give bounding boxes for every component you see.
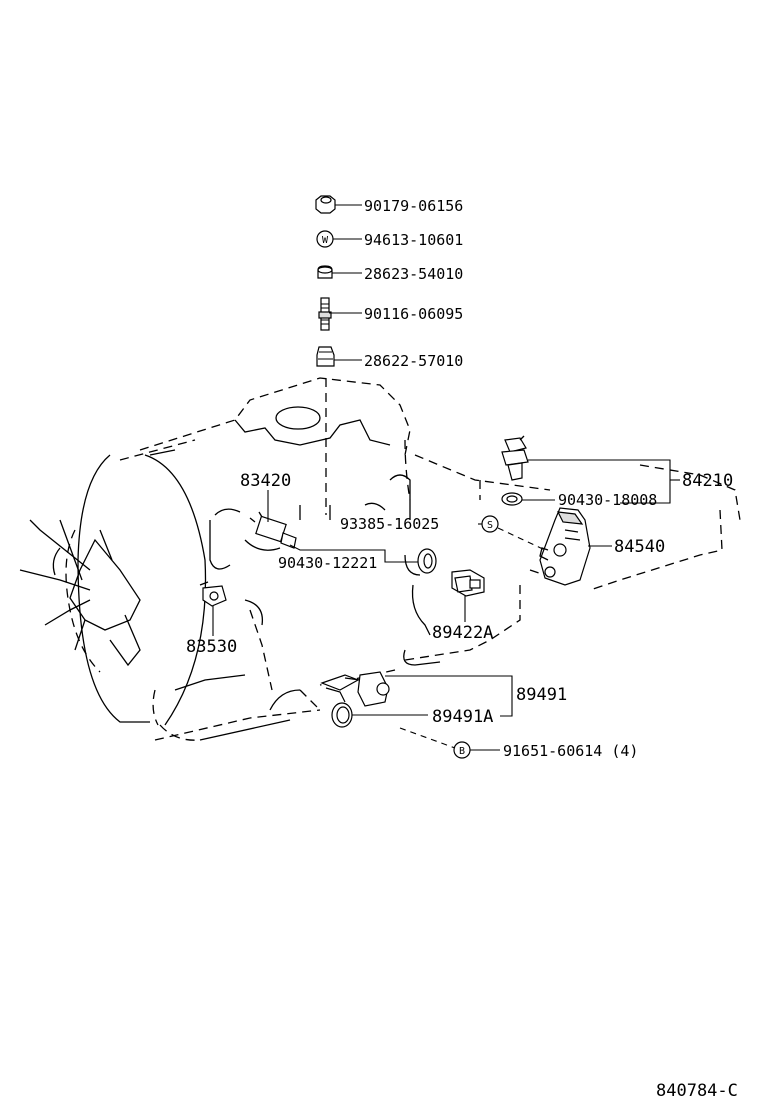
screw-symbol: S [487,520,493,531]
label-90116-06095: 90116-06095 [364,305,463,323]
label-84540: 84540 [614,537,665,557]
switch-84540-icon [539,507,591,586]
nut-icon [315,195,336,214]
gasket-12221-icon [417,548,437,574]
washer-symbol: W [322,235,329,246]
engine-outline [19,377,741,741]
label-83530: 83530 [186,637,237,657]
screw-icon: S [481,515,499,533]
cap-icon [317,265,333,279]
label-93385-16025: 93385-16025 [340,515,439,533]
label-94613-10601: 94613-10601 [364,231,463,249]
sensor-89491-icon [320,671,390,707]
label-28622-57010: 28622-57010 [364,352,463,370]
figure-code: 840784-C [656,1081,738,1101]
label-89422A: 89422A [432,623,493,643]
label-28623-54010: 28623-54010 [364,265,463,283]
ring-89491A-icon [331,702,353,728]
label-83420: 83420 [240,471,291,491]
label-90430-12221: 90430-12221 [278,554,377,572]
washer-icon: W [316,230,334,248]
label-89491A: 89491A [432,707,493,727]
part-labels: 90179-06156 94613-10601 28623-54010 9011… [186,197,738,1101]
boot-icon [316,346,335,367]
gasket-18008-icon [501,492,523,506]
switch-83530-icon [199,581,227,607]
bolt-symbol: B [459,746,465,757]
stud-icon [318,297,332,331]
label-90430-18008: 90430-18008 [558,491,657,509]
label-84210: 84210 [682,471,733,491]
bolt-icon: B [453,741,471,759]
leader-lines [212,204,680,751]
part-symbols: W [199,195,591,759]
label-90179-06156: 90179-06156 [364,197,463,215]
sensor-84210-icon [501,435,529,481]
label-89491: 89491 [516,685,567,705]
sensor-83420-icon [249,511,297,549]
fan [19,519,141,673]
label-91651-60614: 91651-60614 (4) [503,742,638,760]
sensor-89422A-icon [451,569,485,597]
